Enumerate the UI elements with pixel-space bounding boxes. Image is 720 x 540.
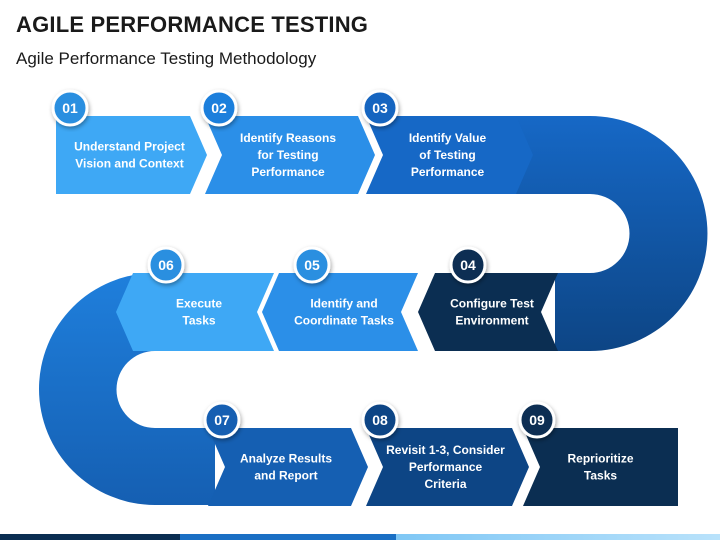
step-number: 06 [158, 257, 174, 273]
step-number: 09 [529, 412, 545, 428]
step-number: 07 [214, 412, 230, 428]
step-chevron [205, 116, 375, 194]
slide-title: AGILE PERFORMANCE TESTING [16, 12, 369, 37]
step-chevron [366, 428, 529, 506]
step-badge [293, 246, 331, 284]
slide-subtitle: Agile Performance Testing Methodology [16, 49, 317, 68]
step-number: 08 [372, 412, 388, 428]
step-chevron [56, 116, 207, 194]
step-number: 03 [372, 100, 388, 116]
step-badge [361, 401, 399, 439]
step-badge [518, 401, 556, 439]
step-chevron [208, 428, 368, 506]
step-badge [361, 89, 399, 127]
step-chevron [523, 428, 678, 506]
step-badge [449, 246, 487, 284]
step-number: 02 [211, 100, 227, 116]
step-badge [200, 89, 238, 127]
footer-color-bar [0, 534, 720, 540]
step-chevron [366, 116, 533, 194]
step-badge [51, 89, 89, 127]
step-number: 04 [460, 257, 476, 273]
connector-arc-right [515, 116, 708, 351]
step-badge [203, 401, 241, 439]
step-chevron [116, 273, 274, 351]
step-chevron [418, 273, 558, 351]
step-chevron [262, 273, 418, 351]
step-number: 05 [304, 257, 320, 273]
step-number: 01 [62, 100, 78, 116]
connector-arc-left [39, 273, 215, 505]
step-badge [147, 246, 185, 284]
